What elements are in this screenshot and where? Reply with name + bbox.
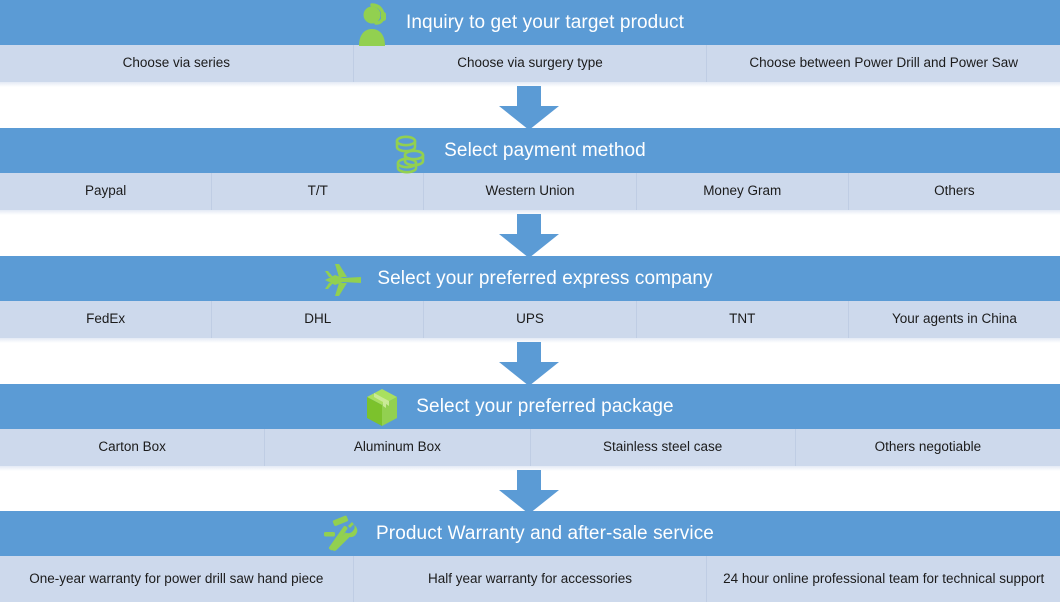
- option-choose-via-surgery-type[interactable]: Choose via surgery type: [354, 45, 708, 82]
- stage-package-header: Select your preferred package: [0, 384, 1060, 429]
- hammer-wrench-tools-icon: [322, 513, 362, 557]
- option-your-agents-in-china[interactable]: Your agents in China: [891, 311, 1017, 327]
- stage-payment-header: Select payment method: [0, 128, 1060, 173]
- option-choose-via-series[interactable]: Choose via series: [0, 45, 354, 82]
- stage-express-title: Select your preferred express company: [377, 267, 713, 289]
- stage-warranty: Product Warranty and after-sale service …: [0, 511, 1060, 602]
- option-others-negotiable[interactable]: Others negotiable: [874, 439, 982, 455]
- stage-package: Select your preferred package Carton Box…: [0, 384, 1060, 471]
- options-shadow: [0, 466, 1060, 471]
- option-others[interactable]: Others: [934, 183, 975, 199]
- arrow-express-to-package: [499, 342, 559, 386]
- option-half-year-warranty-accessories[interactable]: Half year warranty for accessories: [354, 556, 708, 602]
- stage-inquiry-header: Inquiry to get your target product: [0, 0, 1060, 46]
- stage-warranty-title: Product Warranty and after-sale service: [376, 522, 714, 544]
- stage-payment-options: Paypal T/T Western Union Money Gram Othe…: [0, 173, 1060, 210]
- option-stainless-steel-case[interactable]: Stainless steel case: [531, 429, 796, 466]
- option-24-hour-online-support[interactable]: 24 hour online professional team for tec…: [723, 570, 1045, 586]
- option-money-gram[interactable]: Money Gram: [637, 173, 849, 210]
- option-fedex[interactable]: FedEx: [0, 301, 213, 338]
- option-aluminum-box[interactable]: Aluminum Box: [265, 429, 531, 466]
- stage-express: Select your preferred express company Fe…: [0, 256, 1060, 343]
- stage-inquiry: Inquiry to get your target product Choos…: [0, 0, 1060, 87]
- stage-express-options: FedEx DHL UPS TNT Your agents in China: [0, 301, 1060, 338]
- stage-warranty-header: Product Warranty and after-sale service: [0, 511, 1060, 556]
- stage-payment: Select payment method Paypal T/T Western…: [0, 128, 1060, 215]
- options-shadow: [0, 338, 1060, 343]
- options-shadow: [0, 82, 1060, 87]
- arrow-inquiry-to-payment: [499, 86, 559, 130]
- airplane-icon: [323, 258, 363, 302]
- package-box-icon: [362, 386, 402, 430]
- option-tt[interactable]: T/T: [212, 173, 425, 210]
- stage-warranty-options: One-year warranty for power drill saw ha…: [0, 556, 1060, 602]
- stage-payment-title: Select payment method: [444, 139, 646, 161]
- stage-package-options: Carton Box Aluminum Box Stainless steel …: [0, 429, 1060, 466]
- option-western-union[interactable]: Western Union: [424, 173, 637, 210]
- arrow-payment-to-express: [499, 214, 559, 258]
- option-choose-power-drill-or-saw[interactable]: Choose between Power Drill and Power Saw: [749, 55, 1018, 71]
- customer-support-person-icon: [352, 2, 392, 46]
- option-tnt[interactable]: TNT: [637, 301, 849, 338]
- option-one-year-warranty-hand-piece[interactable]: One-year warranty for power drill saw ha…: [0, 556, 354, 602]
- stacked-coins-icon: [390, 130, 430, 174]
- stage-inquiry-title: Inquiry to get your target product: [406, 11, 684, 33]
- stage-inquiry-options: Choose via series Choose via surgery typ…: [0, 45, 1060, 82]
- options-shadow: [0, 210, 1060, 215]
- option-carton-box[interactable]: Carton Box: [0, 429, 266, 466]
- option-dhl[interactable]: DHL: [212, 301, 425, 338]
- option-paypal[interactable]: Paypal: [0, 173, 213, 210]
- arrow-package-to-warranty: [499, 470, 559, 514]
- stage-package-title: Select your preferred package: [416, 395, 674, 417]
- stage-express-header: Select your preferred express company: [0, 256, 1060, 301]
- option-ups[interactable]: UPS: [424, 301, 637, 338]
